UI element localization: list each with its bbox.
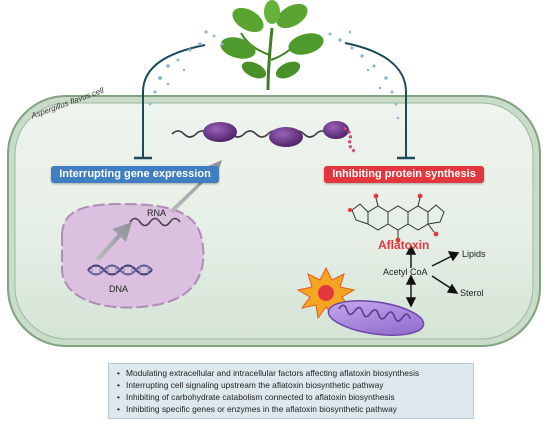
dna-label: DNA bbox=[109, 284, 129, 294]
right-inhibition-line bbox=[344, 42, 415, 160]
dna-helix bbox=[87, 264, 153, 276]
left-inhibition-line bbox=[134, 44, 206, 160]
mitochondrion-icon bbox=[327, 300, 425, 336]
list-item: •Inhibiting specific genes or enzymes in… bbox=[117, 404, 397, 414]
lipids-label: Lipids bbox=[462, 249, 486, 259]
ribosome-icon bbox=[203, 121, 349, 147]
acetyl-coa-label: Acetyl CoA bbox=[383, 267, 428, 277]
compound-droplets bbox=[148, 30, 400, 120]
pathway-arrows bbox=[405, 244, 460, 308]
nucleus bbox=[61, 202, 205, 309]
rna-strand bbox=[129, 217, 181, 227]
mechanism-list: •Modulating extracellular and intracellu… bbox=[108, 363, 474, 419]
list-item: •Interrupting cell signaling upstream th… bbox=[117, 380, 384, 390]
transcription-arrow bbox=[96, 222, 132, 261]
plant-icon bbox=[220, 0, 324, 91]
inhibiting-protein-synthesis-label: Inhibiting protein synthesis bbox=[324, 166, 484, 183]
interrupting-gene-expression-label: Interrupting gene expression bbox=[51, 166, 219, 183]
starburst-core bbox=[318, 285, 334, 301]
sterol-label: Sterol bbox=[460, 288, 484, 298]
aflatoxin-molecule bbox=[348, 193, 445, 243]
rna-label: RNA bbox=[147, 208, 167, 218]
aflatoxin-label: Aflatoxin bbox=[378, 238, 430, 252]
list-item: •Modulating extracellular and intracellu… bbox=[117, 368, 420, 378]
list-item: •Inhibiting of carbohydrate catabolism c… bbox=[117, 392, 395, 402]
mrna-strand bbox=[171, 130, 341, 138]
